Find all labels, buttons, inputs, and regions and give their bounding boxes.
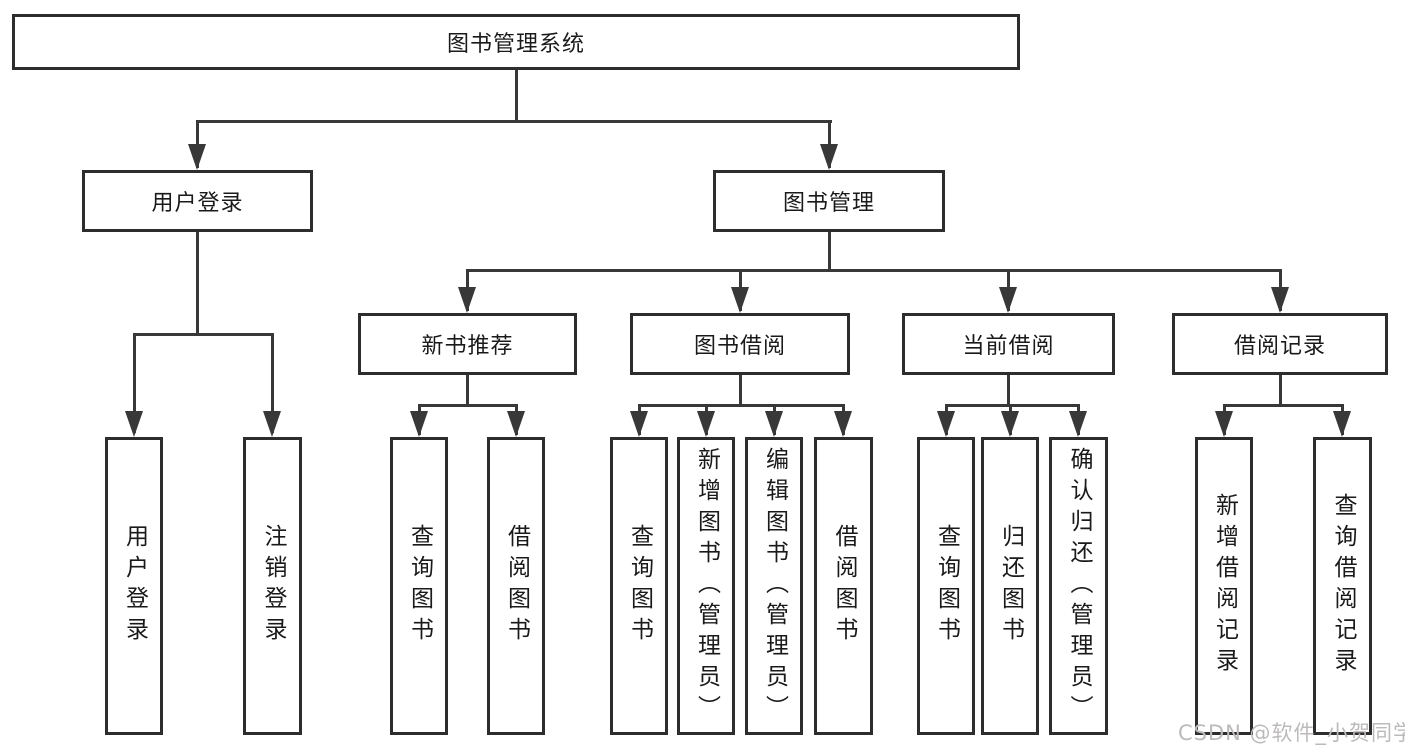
node-book-management: 图书管理 [713,170,945,232]
arrowhead-borrow-books-recommend [507,411,525,437]
leaf-add-borrow-record: 新增借阅记录 [1195,437,1253,735]
connector-records-rail [1223,404,1344,407]
leaf-logout: 注销登录 [243,437,302,735]
arrowhead-user-login [188,144,206,170]
arrowhead-borrow-books [834,411,852,437]
node-current-borrowing: 当前借阅 [902,313,1115,375]
connector-root-stem [515,70,518,122]
connector-book-management-stem [828,232,831,272]
connector-user-login-rail [133,333,274,336]
arrowhead-current-borrowing [999,287,1017,313]
csdn-watermark: CSDN @软件_小贺同学 [1178,721,1405,745]
connector-to-leaf-user-login [133,333,136,433]
connector-user-login-stem [196,232,199,335]
leaf-query-books-borrowing: 查询图书 [610,437,668,735]
arrowhead-borrowing-records [1271,287,1289,313]
connector-to-leaf-logout [271,333,274,433]
leaf-borrow-books: 借阅图书 [814,437,873,735]
arrowhead-leaf-user-login [125,411,143,437]
leaf-query-books-recommend: 查询图书 [390,437,448,735]
arrowhead-query-books-borrowing [630,411,648,437]
arrowhead-new-book-recommendation [458,287,476,313]
leaf-edit-book-admin: 编辑图书（管理员） [745,437,803,735]
arrowhead-leaf-logout [263,411,281,437]
arrowhead-confirm-return-admin [1069,411,1087,437]
leaf-borrow-books-recommend: 借阅图书 [487,437,545,735]
arrowhead-add-borrow-record [1215,411,1233,437]
arrowhead-edit-book-admin [765,411,783,437]
connector-level2-rail [196,120,832,123]
leaf-query-books-current: 查询图书 [917,437,975,735]
arrowhead-query-borrow-record [1333,411,1351,437]
connector-current-rail [945,404,1080,407]
leaf-confirm-return-admin: 确认归还（管理员） [1049,437,1108,735]
arrowhead-book-management [820,144,838,170]
leaf-add-book-admin: 新增图书（管理员） [677,437,735,735]
arrowhead-query-books-current [937,411,955,437]
connector-current-stem [1007,375,1010,406]
connector-recommend-rail [418,404,518,407]
leaf-user-login: 用户登录 [105,437,163,735]
arrowhead-add-book-admin [697,411,715,437]
connector-level3-rail [466,269,1282,272]
leaf-return-book: 归还图书 [981,437,1039,735]
node-book-borrowing: 图书借阅 [630,313,850,375]
node-user-login: 用户登录 [82,170,313,232]
node-new-book-recommendation: 新书推荐 [358,313,577,375]
connector-borrowing-stem [739,375,742,406]
arrowhead-query-books-recommend [410,411,428,437]
node-borrowing-records: 借阅记录 [1172,313,1388,375]
connector-borrowing-rail [638,404,845,407]
arrowhead-return-book [1001,411,1019,437]
leaf-query-borrow-record: 查询借阅记录 [1313,437,1372,735]
node-library-management-system: 图书管理系统 [12,14,1020,70]
connector-recommend-stem [466,375,469,406]
arrowhead-book-borrowing [731,287,749,313]
connector-records-stem [1279,375,1282,406]
